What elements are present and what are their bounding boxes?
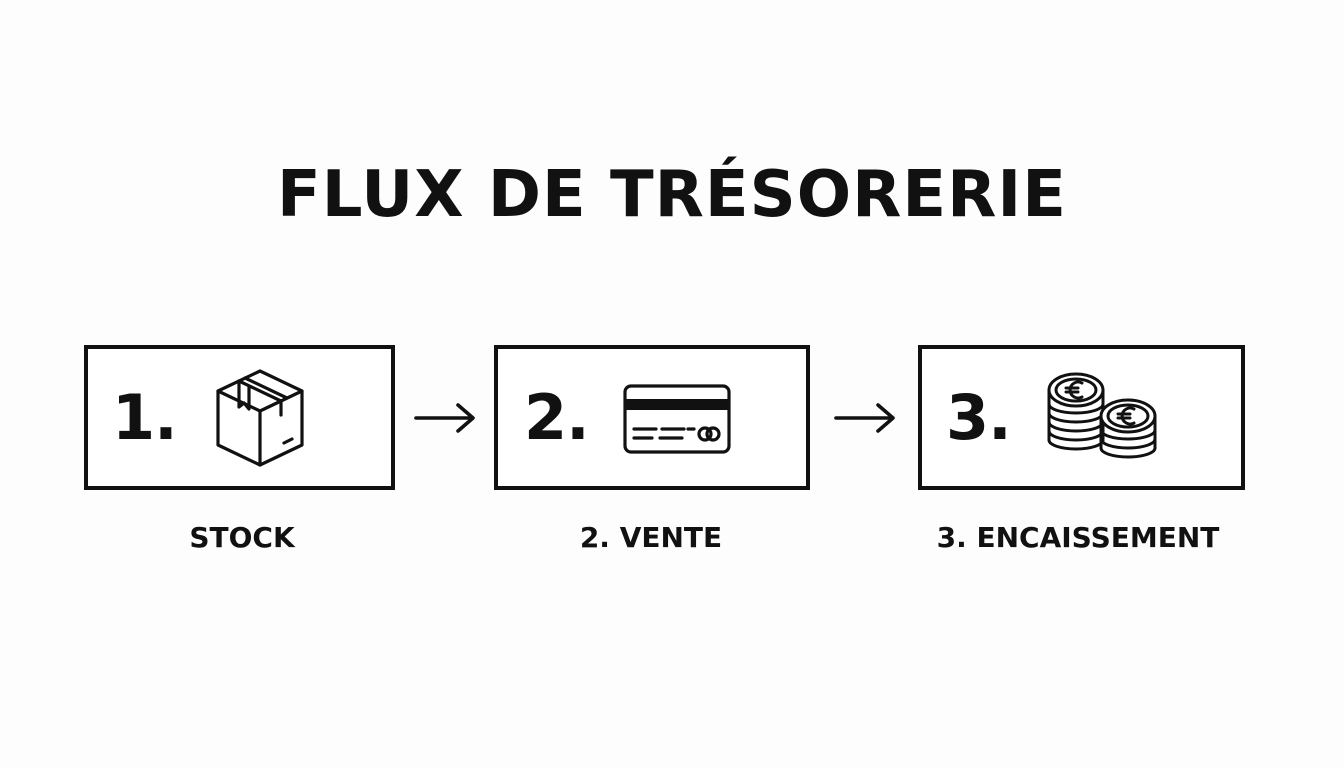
credit-card-icon — [622, 383, 732, 455]
arrow-right-icon — [412, 400, 478, 436]
arrow-right-icon — [832, 400, 898, 436]
package-box-icon — [210, 365, 310, 469]
step-label-vente: 2. VENTE — [579, 521, 723, 554]
step-number: 1. — [112, 381, 178, 454]
step-label-encaissement: 3. ENCAISSEMENT — [936, 521, 1220, 554]
euro-coins-icon — [1041, 370, 1165, 470]
step-number: 3. — [946, 381, 1012, 454]
step-box-stock: 1. — [84, 345, 395, 490]
step-number: 2. — [524, 381, 590, 454]
step-label-stock: STOCK — [189, 521, 295, 554]
step-box-encaissement: 3. — [918, 345, 1245, 490]
diagram-title: FLUX DE TRÉSORERIE — [277, 158, 1067, 232]
step-box-vente: 2. — [494, 345, 810, 490]
